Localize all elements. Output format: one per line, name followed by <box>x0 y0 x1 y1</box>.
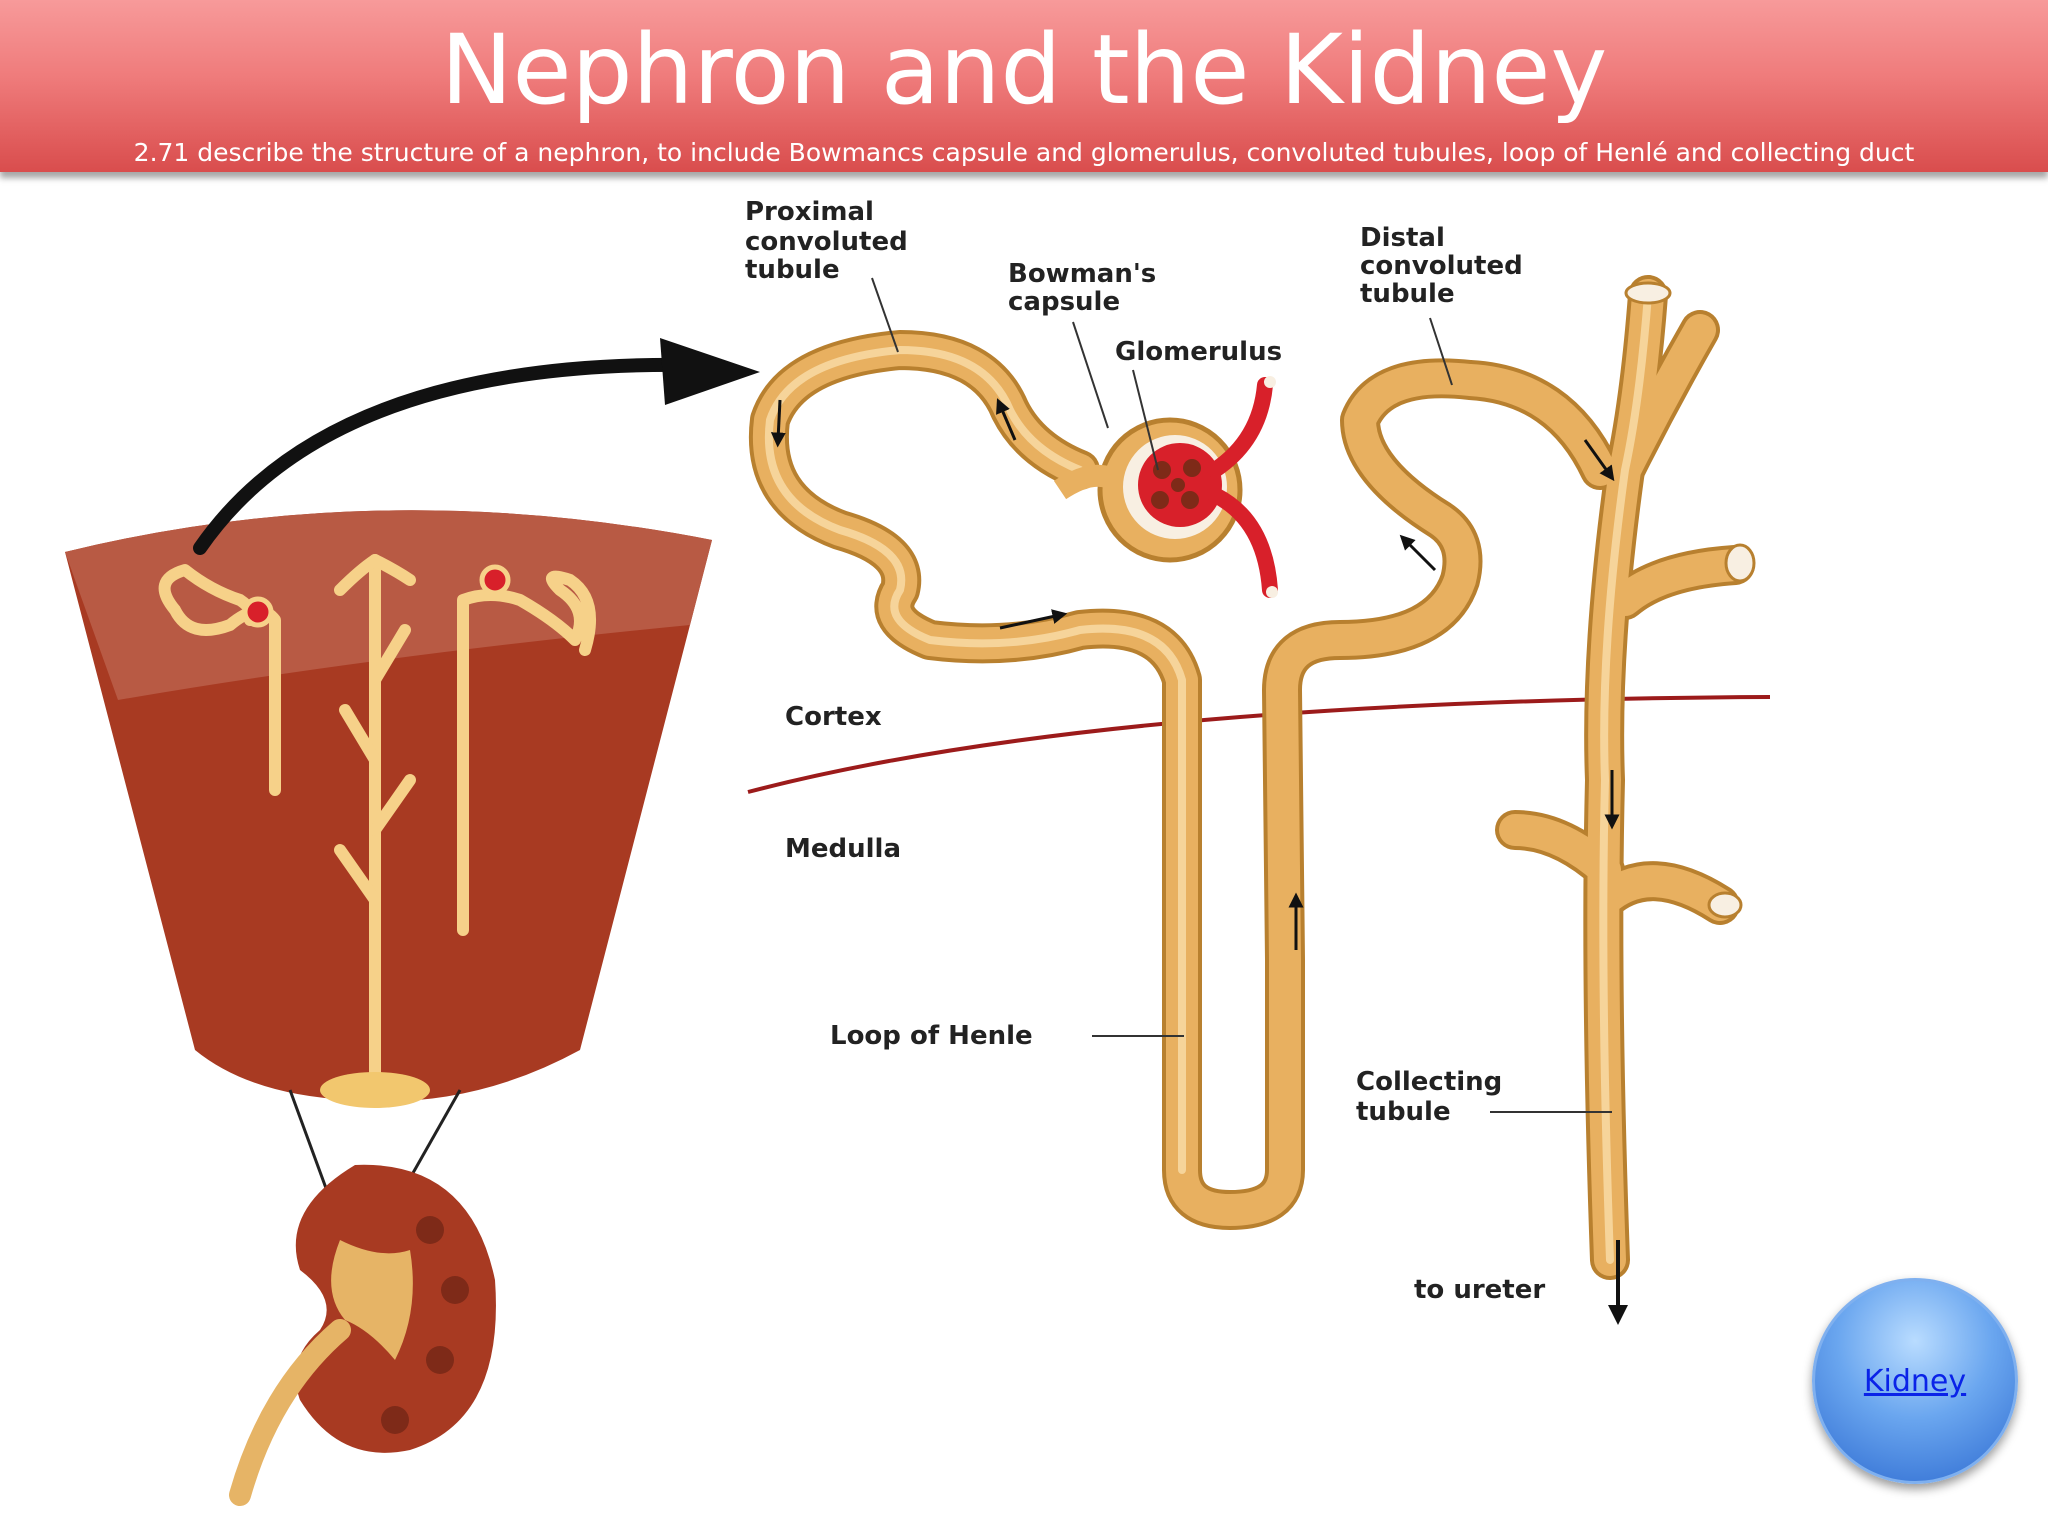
label-medulla: Medulla <box>785 834 901 864</box>
slide-title: Nephron and the Kidney <box>440 14 1608 126</box>
label-cortex: Cortex <box>785 702 882 732</box>
kidney-link-button[interactable]: Kidney <box>1812 1278 2018 1484</box>
slide-subtitle: 2.71 describe the structure of a nephron… <box>133 138 1915 167</box>
label-glomerulus: Glomerulus <box>1115 337 1282 367</box>
nephron-tubules <box>748 275 1755 1280</box>
label-distal-convoluted-tubule: Distal convoluted tubule <box>1360 223 1532 309</box>
kidney-illustration <box>229 1164 496 1506</box>
label-proximal-convoluted-tubule: Proximal convoluted tubule <box>745 197 917 285</box>
label-loop-of-henle: Loop of Henle <box>830 1021 1033 1051</box>
label-collecting-tubule: Collecting tubule <box>1356 1067 1511 1127</box>
label-bowmans-capsule: Bowman's capsule <box>1008 259 1165 317</box>
glomerulus <box>1138 376 1278 598</box>
title-banner: Nephron and the Kidney 2.71 describe the… <box>0 0 2048 172</box>
label-to-ureter: to ureter <box>1414 1275 1545 1305</box>
kidney-wedge <box>65 510 712 1108</box>
kidney-link[interactable]: Kidney <box>1863 1363 1967 1399</box>
